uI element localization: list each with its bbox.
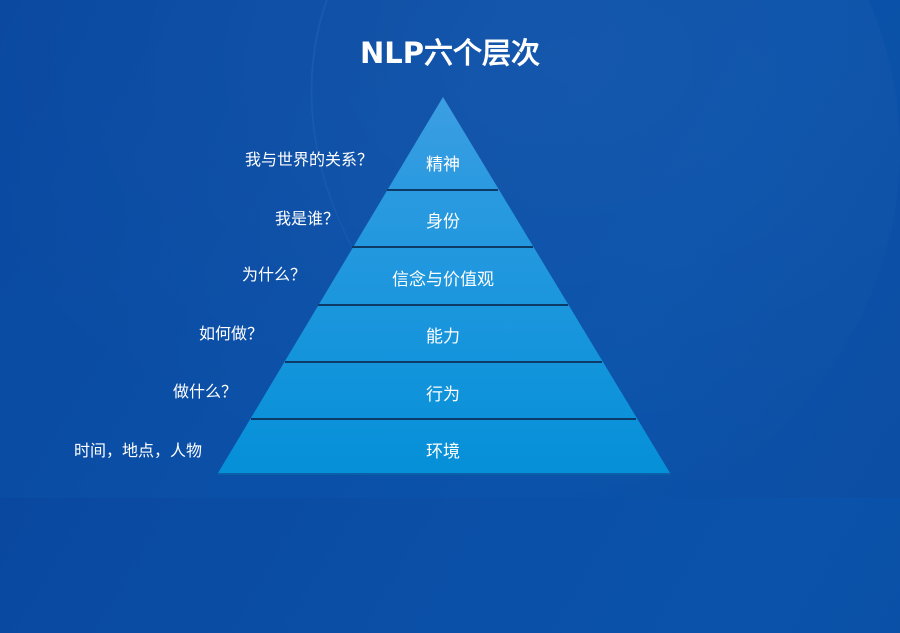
level-capability: 能力 bbox=[426, 327, 460, 347]
question-environment: 时间，地点，人物 bbox=[73, 441, 202, 460]
level-environment: 环境 bbox=[426, 442, 460, 462]
pyramid-shape bbox=[218, 97, 670, 473]
question-identity: 我是谁？ bbox=[274, 209, 339, 228]
level-behavior: 行为 bbox=[426, 385, 460, 405]
question-behavior: 做什么？ bbox=[172, 382, 237, 401]
level-spirit: 精神 bbox=[426, 155, 460, 175]
page-title: NLP六个层次 bbox=[359, 36, 540, 70]
level-identity: 身份 bbox=[426, 212, 460, 232]
question-capability: 如何做？ bbox=[198, 324, 263, 343]
level-beliefs-values: 信念与价值观 bbox=[392, 270, 494, 290]
pyramid-dividers bbox=[251, 189, 636, 420]
question-spirit: 我与世界的关系？ bbox=[244, 150, 373, 169]
question-beliefs: 为什么？ bbox=[241, 265, 306, 284]
pyramid-diagram bbox=[218, 97, 670, 475]
